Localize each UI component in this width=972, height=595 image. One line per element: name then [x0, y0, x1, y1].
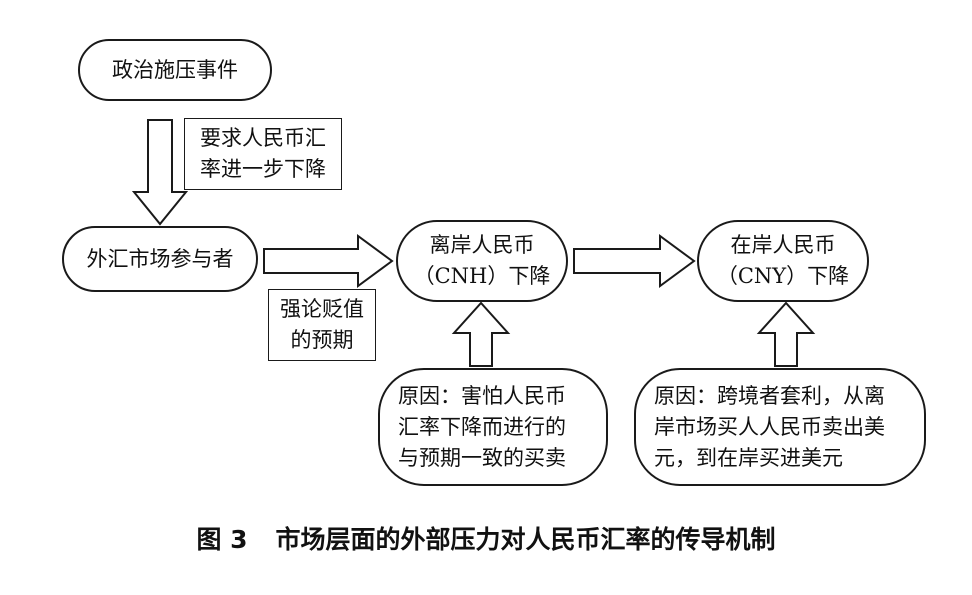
reason-cny-node: 原因：跨境者套利，从离 岸市场买人人民币卖出美 元，到在岸买进美元	[634, 368, 926, 486]
arrow-down	[131, 119, 189, 226]
fx-participants-text: 外汇市场参与者	[86, 246, 234, 271]
figure-number: 图 3	[196, 525, 248, 554]
arrow-up-1	[451, 301, 511, 367]
reason-cnh-text: 原因：害怕人民币 汇率下降而进行的 与预期一致的买卖	[398, 383, 566, 470]
demand-decline-label: 要求人民币汇 率进一步下降	[184, 118, 342, 190]
demand-decline-text: 要求人民币汇 率进一步下降	[200, 126, 326, 181]
cnh-decline-node: 离岸人民币 （CNH）下降	[396, 220, 568, 302]
political-pressure-node: 政治施压事件	[78, 39, 272, 101]
devaluation-expectation-label: 强论贬值 的预期	[268, 289, 376, 361]
figure-caption: 图 3 市场层面的外部压力对人民币汇率的传导机制	[0, 520, 972, 556]
reason-cny-text: 原因：跨境者套利，从离 岸市场买人人民币卖出美 元，到在岸买进美元	[654, 383, 885, 470]
arrow-right-1	[263, 234, 394, 288]
arrow-right-2	[573, 234, 696, 288]
arrow-up-2	[756, 301, 816, 367]
cny-decline-text: 在岸人民币 （CNY）下降	[716, 233, 850, 288]
devaluation-expectation-text: 强论贬值 的预期	[280, 297, 364, 352]
figure-title: 市场层面的外部压力对人民币汇率的传导机制	[275, 525, 776, 554]
political-pressure-text: 政治施压事件	[112, 57, 238, 82]
cny-decline-node: 在岸人民币 （CNY）下降	[697, 220, 869, 302]
reason-cnh-node: 原因：害怕人民币 汇率下降而进行的 与预期一致的买卖	[378, 368, 608, 486]
fx-participants-node: 外汇市场参与者	[62, 226, 258, 292]
cnh-decline-text: 离岸人民币 （CNH）下降	[413, 233, 551, 288]
